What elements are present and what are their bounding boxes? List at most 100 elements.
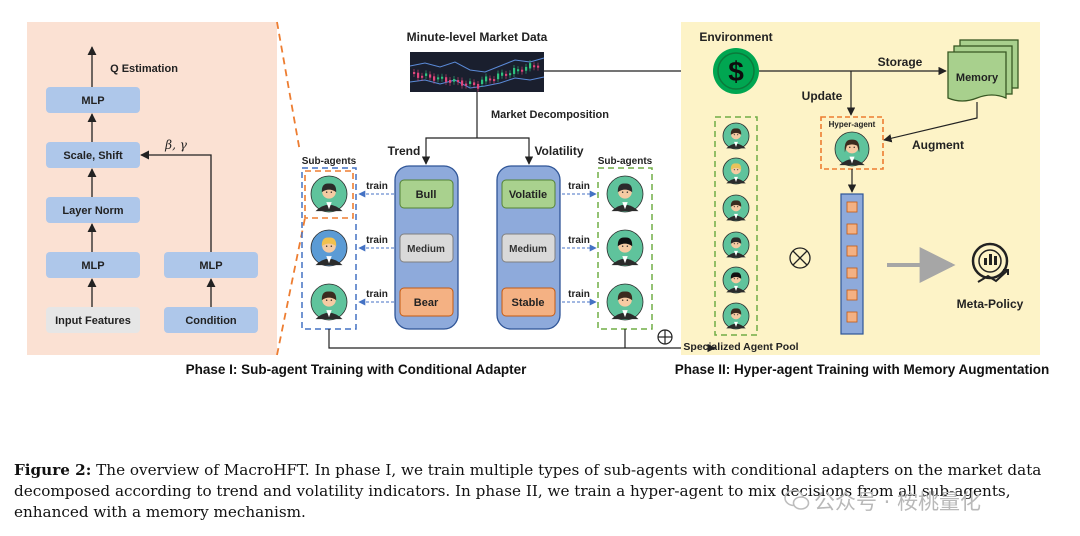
volatility-medium: Medium bbox=[509, 244, 547, 255]
weight-cell bbox=[846, 223, 858, 235]
q-estimation-label: Q Estimation bbox=[110, 63, 178, 75]
input-features-label: Input Features bbox=[55, 315, 131, 327]
candle bbox=[525, 66, 528, 71]
candle bbox=[421, 75, 424, 78]
candle bbox=[513, 67, 516, 74]
candle bbox=[509, 73, 512, 76]
candle bbox=[537, 65, 540, 68]
candle bbox=[485, 76, 488, 82]
candle bbox=[493, 79, 496, 82]
candle bbox=[449, 80, 452, 83]
volatility-stable: Stable bbox=[511, 297, 544, 309]
candle bbox=[461, 80, 464, 86]
watermark-text: 公众号 · 桉桃量化 bbox=[814, 490, 982, 514]
agent-avatar-icon bbox=[606, 175, 644, 213]
agent-avatar-icon bbox=[310, 229, 348, 267]
agent-avatar-icon bbox=[722, 157, 750, 185]
agent-avatar-icon bbox=[722, 122, 750, 150]
augment-label: Augment bbox=[912, 138, 964, 152]
oplus-symbol bbox=[657, 329, 673, 345]
candle bbox=[529, 63, 532, 69]
candle bbox=[521, 69, 524, 72]
weight-cell bbox=[846, 245, 858, 257]
train-label-l3: train bbox=[366, 289, 388, 300]
phase1-title: Phase I: Sub-agent Training with Conditi… bbox=[186, 362, 528, 377]
layer-norm-label: Layer Norm bbox=[62, 205, 123, 217]
candle bbox=[433, 76, 436, 81]
otimes-symbol bbox=[789, 247, 811, 269]
agent-avatar-icon bbox=[310, 175, 348, 213]
volatility-volatile: Volatile bbox=[509, 189, 547, 201]
market-decomposition-label: Market Decomposition bbox=[491, 109, 609, 121]
candle bbox=[505, 73, 508, 76]
agent-avatar-icon bbox=[310, 283, 348, 321]
candle bbox=[469, 81, 472, 84]
candle bbox=[437, 77, 440, 80]
scale-shift-label: Scale, Shift bbox=[63, 150, 123, 162]
candle bbox=[425, 73, 428, 76]
candle bbox=[441, 76, 444, 79]
train-label-r1: train bbox=[568, 181, 590, 192]
trend-bull: Bull bbox=[416, 189, 437, 201]
caption-text: The overview of MacroHFT. In phase I, we… bbox=[14, 461, 1042, 521]
weight-cell bbox=[846, 267, 858, 279]
weight-cell bbox=[846, 311, 858, 323]
agent-avatar-icon bbox=[722, 302, 750, 330]
sub-agents-right-label: Sub-agents bbox=[598, 156, 653, 167]
candle bbox=[429, 74, 432, 78]
phase2-title: Phase II: Hyper-agent Training with Memo… bbox=[675, 362, 1050, 377]
figure-caption: Figure 2: The overview of MacroHFT. In p… bbox=[14, 460, 1074, 523]
trend-medium: Medium bbox=[407, 244, 445, 255]
memory-label: Memory bbox=[956, 72, 999, 84]
candle bbox=[473, 82, 476, 86]
candle bbox=[413, 72, 416, 74]
meta-policy-label: Meta-Policy bbox=[957, 297, 1024, 311]
candle bbox=[517, 69, 520, 72]
agent-avatar-icon bbox=[606, 229, 644, 267]
candle bbox=[533, 65, 536, 68]
market-data-title: Minute-level Market Data bbox=[407, 30, 548, 44]
memory-icon bbox=[947, 39, 1019, 102]
dollar-icon: $ bbox=[713, 48, 759, 94]
sub-agents-left-label: Sub-agents bbox=[302, 156, 357, 167]
weight-cell bbox=[846, 289, 858, 301]
mlp-mid-label: MLP bbox=[81, 260, 104, 272]
mlp-cond-label: MLP bbox=[199, 260, 222, 272]
meta-policy-icon bbox=[971, 242, 1009, 283]
candlestick-chart-icon bbox=[409, 52, 545, 92]
agent-avatar-icon bbox=[722, 194, 750, 222]
trend-bear: Bear bbox=[414, 297, 439, 309]
train-label-l1: train bbox=[366, 181, 388, 192]
train-label-l2: train bbox=[366, 235, 388, 246]
condition-label: Condition bbox=[185, 315, 237, 327]
trend-label: Trend bbox=[388, 144, 421, 158]
agent-avatar-icon bbox=[834, 131, 870, 167]
candle bbox=[481, 79, 484, 84]
candle bbox=[497, 73, 500, 80]
specialized-pool-label: Specialized Agent Pool bbox=[683, 341, 798, 353]
agent-avatar-icon bbox=[722, 231, 750, 259]
mlp-top-label: MLP bbox=[81, 95, 104, 107]
adapter-panel bbox=[27, 22, 277, 355]
train-label-r2: train bbox=[568, 235, 590, 246]
candle bbox=[477, 83, 480, 89]
candle bbox=[489, 78, 492, 81]
candle bbox=[501, 72, 504, 76]
svg-text:$: $ bbox=[728, 56, 744, 87]
weight-cell bbox=[846, 201, 858, 213]
beta-gamma-label: β, γ bbox=[164, 138, 188, 152]
agent-pool-box bbox=[714, 116, 758, 336]
weight-vector bbox=[840, 193, 864, 335]
candle bbox=[453, 79, 456, 82]
hyper-agent-label: Hyper-agent bbox=[829, 120, 876, 129]
candle bbox=[445, 77, 448, 82]
storage-label: Storage bbox=[878, 55, 923, 69]
volatility-label: Volatility bbox=[534, 144, 583, 158]
agent-avatar-icon bbox=[606, 283, 644, 321]
candle bbox=[465, 83, 468, 86]
candle bbox=[417, 72, 420, 78]
train-label-r3: train bbox=[568, 289, 590, 300]
update-label: Update bbox=[802, 89, 843, 103]
environment-label: Environment bbox=[699, 30, 772, 44]
